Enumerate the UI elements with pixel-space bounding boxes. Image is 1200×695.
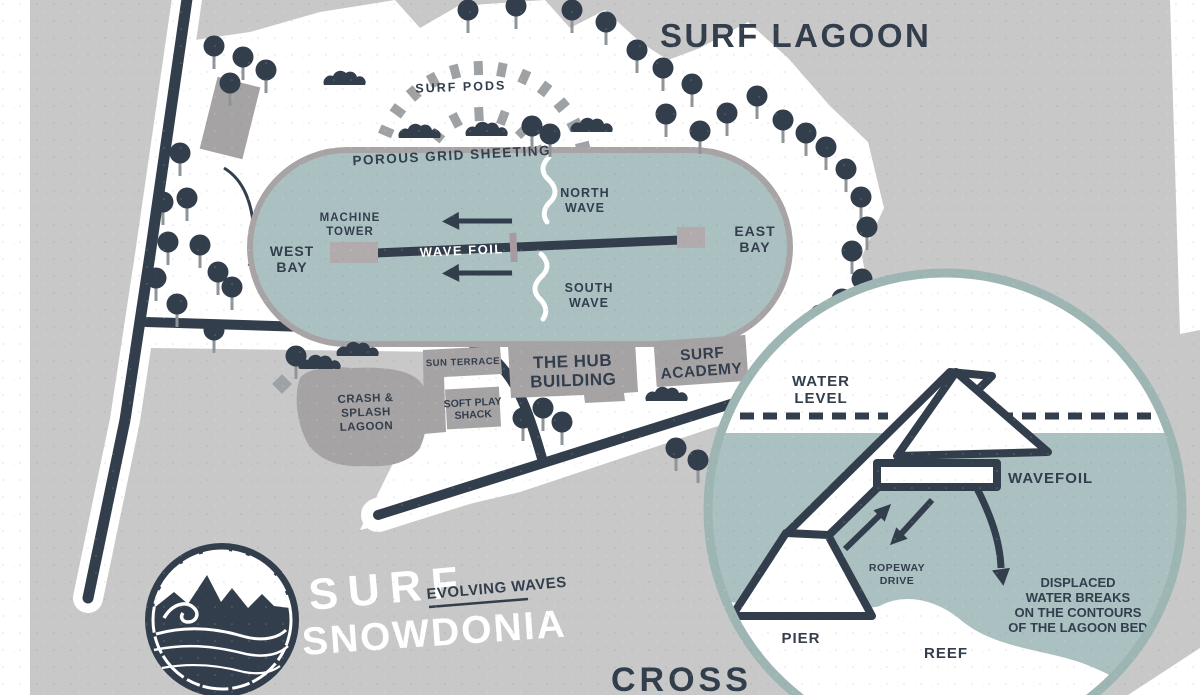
machine-tower-building (330, 242, 378, 263)
svg-text:DRIVE: DRIVE (880, 575, 915, 587)
svg-text:SPLASH: SPLASH (341, 406, 391, 420)
logo-badge (145, 543, 299, 695)
svg-text:NORTH: NORTH (560, 186, 609, 200)
svg-text:BUILDING: BUILDING (530, 369, 617, 391)
svg-text:TOWER: TOWER (326, 226, 374, 238)
svg-text:EAST: EAST (734, 223, 775, 239)
svg-text:ROPEWAY: ROPEWAY (869, 562, 925, 574)
pier-label: PIER (781, 630, 820, 647)
page-title: SURF LAGOON (660, 17, 931, 54)
east-dock (677, 227, 705, 248)
svg-text:SOUTH: SOUTH (565, 281, 614, 295)
svg-text:LAGOON: LAGOON (340, 420, 394, 434)
west-bay-label: WEST BAY (270, 243, 314, 275)
svg-text:DISPLACED: DISPLACED (1040, 575, 1115, 590)
surf-pod (473, 60, 484, 76)
wavefoil-shape (873, 459, 1001, 491)
svg-text:SHACK: SHACK (454, 408, 492, 422)
reef-label: REEF (924, 645, 968, 662)
svg-text:WATER: WATER (792, 373, 850, 390)
caption-cross: CROSS (611, 661, 752, 695)
north-wave-label: NORTH WAVE (560, 186, 609, 215)
lagoon (247, 147, 793, 347)
svg-text:CRASH &: CRASH & (337, 392, 393, 406)
svg-text:LEVEL: LEVEL (794, 390, 847, 407)
svg-text:BAY: BAY (276, 259, 307, 275)
south-wave-label: SOUTH WAVE (565, 281, 614, 310)
svg-text:MACHINE: MACHINE (320, 212, 381, 224)
svg-text:WEST: WEST (270, 243, 314, 259)
svg-text:BAY: BAY (739, 239, 770, 255)
wavefoil-label: WAVEFOIL (1008, 470, 1093, 487)
svg-text:WAVE: WAVE (565, 201, 605, 215)
svg-text:ON THE CONTOURS: ON THE CONTOURS (1015, 605, 1142, 620)
svg-text:WATER BREAKS: WATER BREAKS (1026, 590, 1131, 605)
left-margin-strip (0, 0, 30, 695)
east-bay-label: EAST BAY (734, 223, 775, 255)
surf-pod (474, 106, 484, 122)
svg-text:WAVE: WAVE (569, 296, 609, 310)
svg-text:OF THE LAGOON BED: OF THE LAGOON BED (1008, 620, 1147, 635)
water-level-label: WATER LEVEL (792, 373, 850, 407)
hub-building-label: THE HUB BUILDING (530, 351, 617, 392)
crash-splash-label: CRASH & SPLASH LAGOON (337, 392, 394, 434)
